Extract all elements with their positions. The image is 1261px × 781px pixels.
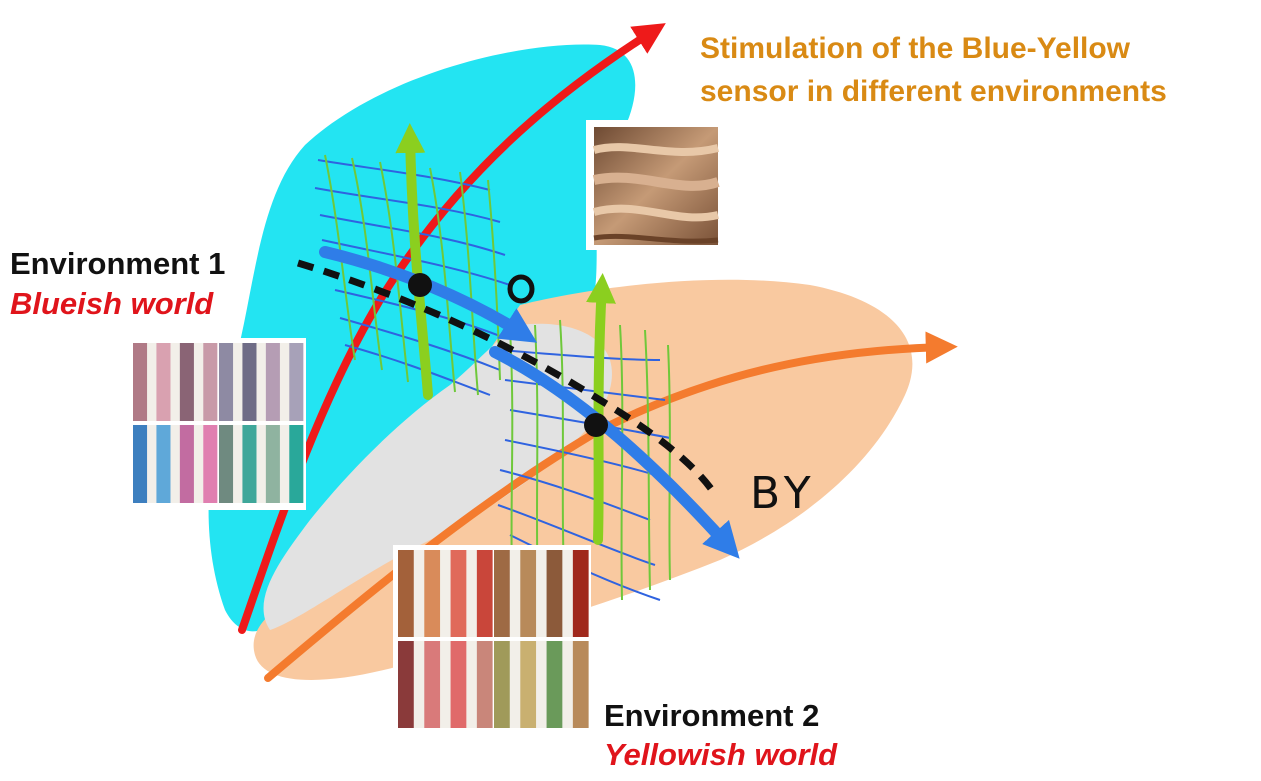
env2-swatch-strip: [424, 641, 441, 728]
sand-texture-thumbnail: [586, 120, 720, 250]
env2-swatch-strip: [494, 641, 510, 728]
env1-swatch-strip: [179, 425, 194, 503]
env1-swatch-strip: [242, 425, 257, 503]
env2-swatch-strip: [476, 641, 493, 728]
blue-arrow-2: [489, 346, 740, 559]
environment-2-subtitle: Yellowish world: [604, 737, 838, 772]
env1-swatch-strip: [219, 343, 234, 421]
env1-swatch-strip: [265, 343, 280, 421]
env2-swatches: [398, 550, 589, 728]
title-line-1: Stimulation of the Blue-Yellow: [700, 32, 1131, 65]
env1-swatch-strip: [265, 425, 280, 503]
env2-swatch-strip: [572, 550, 589, 637]
env2-swatch-strip: [546, 550, 563, 637]
env2-swatch-strip: [572, 641, 589, 728]
env2-swatch-strip: [520, 641, 537, 728]
env1-swatch-strip: [289, 425, 304, 503]
environment-1-subtitle: Blueish world: [10, 286, 214, 321]
title-line-2: sensor in different environments: [700, 75, 1167, 108]
env1-swatches: [133, 343, 304, 503]
env1-swatch-strip: [179, 343, 194, 421]
env2-swatch-strip: [450, 550, 467, 637]
overlap-region: [263, 323, 612, 630]
env2-swatch-strip: [424, 550, 441, 637]
env1-swatch-strip: [203, 343, 218, 421]
env2-swatch-strip: [494, 550, 510, 637]
env2-swatch-strip: [520, 550, 537, 637]
env2-swatch-strip: [398, 641, 414, 728]
env1-swatch-strip: [133, 425, 148, 503]
environment-1-name: Environment 1: [10, 246, 226, 281]
env2-swatch-strip: [450, 641, 467, 728]
env1-swatch-strip: [203, 425, 218, 503]
env1-swatch-strip: [289, 343, 304, 421]
env1-swatch-strip: [219, 425, 234, 503]
by-axis-label: BY: [750, 468, 817, 519]
by-dashed-line: [296, 259, 715, 493]
green-arrow-2: [585, 273, 616, 545]
env1-swatch-strip: [133, 343, 148, 421]
blue-arrow-1: [319, 246, 538, 343]
env2-swatch-strip: [546, 641, 563, 728]
origin-ring: [507, 274, 535, 304]
env1-swatch-strip: [242, 343, 257, 421]
origin-dot-2: [584, 413, 608, 437]
origin-dot-1: [408, 273, 432, 297]
env1-swatch-strip: [156, 343, 171, 421]
env1-swatch-strip: [156, 425, 171, 503]
env2-swatch-strip: [476, 550, 493, 637]
env2-swatch-strip: [398, 550, 414, 637]
environment-2-name: Environment 2: [604, 698, 820, 733]
